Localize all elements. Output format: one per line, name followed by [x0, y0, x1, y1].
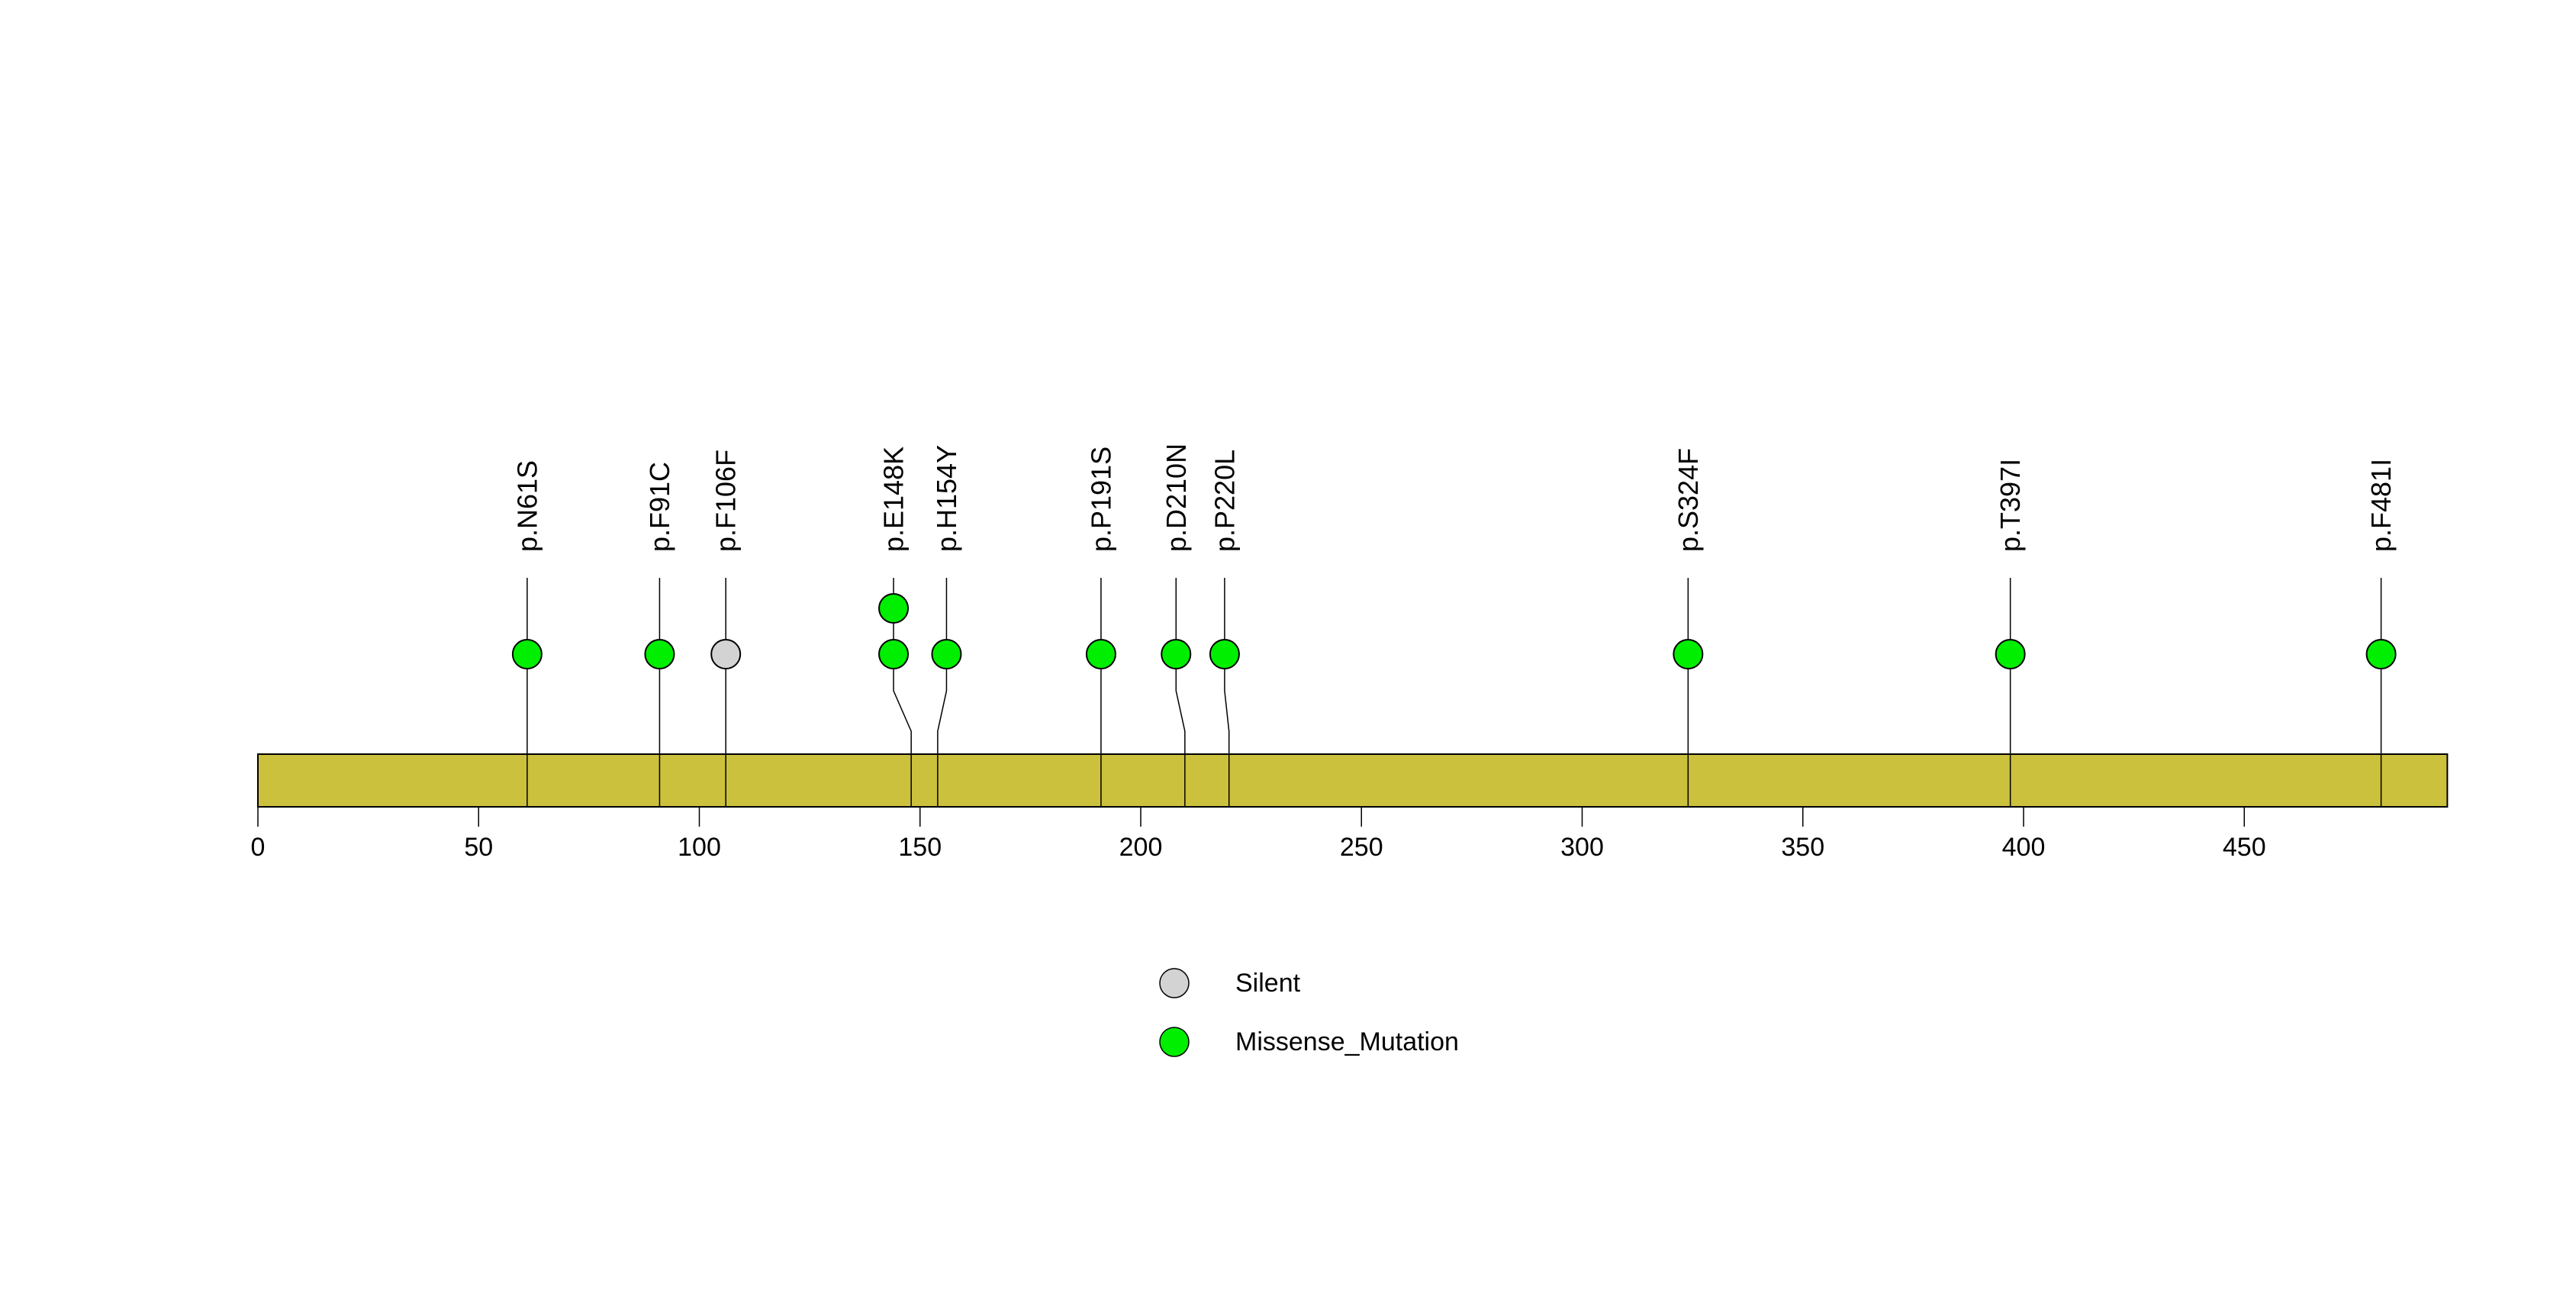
mutation-circle	[710, 639, 742, 669]
mutation-stem	[893, 578, 912, 807]
axis-tick-label: 100	[678, 833, 721, 862]
mutation-label: p.F481I	[2365, 459, 2397, 552]
mutation-circle	[931, 639, 962, 669]
mutation-label: p.D210N	[1161, 443, 1192, 552]
axis-tick-label: 150	[898, 833, 942, 862]
legend-label: Silent	[1235, 969, 1301, 998]
mutation-circle	[1995, 639, 2026, 669]
mutation-stem	[1175, 578, 1186, 807]
mutation-label: p.T397I	[1995, 459, 2026, 552]
axis-tick-label: 50	[464, 833, 493, 862]
mutation-circle	[878, 593, 910, 624]
axis-tick-label: 0	[251, 833, 266, 862]
axis-tick-label: 250	[1340, 833, 1383, 862]
legend-label: Missense_Mutation	[1235, 1027, 1459, 1056]
mutation-circle	[878, 639, 910, 669]
legend-swatch-missense-mutation	[1159, 1027, 1190, 1057]
mutation-circle	[1673, 639, 1704, 669]
mutation-label: p.F91C	[644, 462, 675, 552]
mutation-label: p.F106F	[710, 450, 742, 552]
mutation-label: p.P220L	[1209, 450, 1240, 552]
protein-bar	[257, 753, 2449, 808]
legend-swatch-silent	[1159, 968, 1190, 998]
mutation-circle	[1085, 639, 1116, 669]
mutation-label: p.E148K	[878, 447, 910, 552]
mutation-label: p.N61S	[511, 460, 543, 552]
mutation-stem	[1224, 578, 1230, 807]
axis-tick-label: 450	[2223, 833, 2266, 862]
mutation-label: p.S324F	[1673, 448, 1704, 552]
mutation-circle	[644, 639, 675, 669]
mutation-circle	[1161, 639, 1192, 669]
mutation-circle	[2365, 639, 2397, 669]
mutation-label: p.P191S	[1085, 447, 1116, 552]
mutation-circle	[1209, 639, 1240, 669]
mutation-circle	[511, 639, 543, 669]
mutation-label: p.H154Y	[931, 445, 962, 552]
mutation-stem	[937, 578, 948, 807]
axis-tick-label: 350	[1781, 833, 1824, 862]
axis-tick-label: 300	[1560, 833, 1604, 862]
axis-tick-label: 200	[1119, 833, 1163, 862]
axis-tick-label: 400	[2002, 833, 2046, 862]
